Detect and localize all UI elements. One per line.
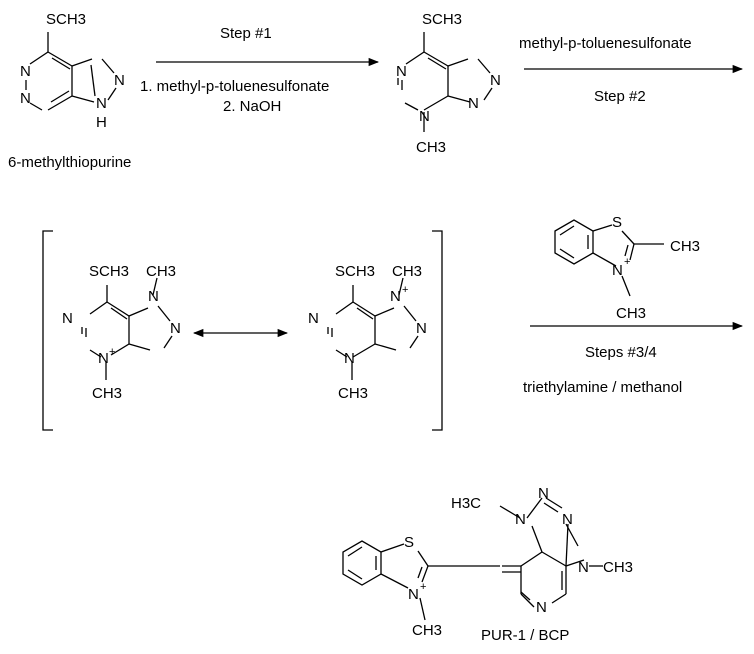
res-right-methyl-bottom: CH3 [338,385,368,402]
product-methyl-right: CH3 [603,559,633,576]
compound-intermediate: SCH3 N N N N CH3 [396,11,501,156]
benzothiazolium-methyl-c2: CH3 [670,238,700,255]
product-charge: + [420,581,426,593]
compound-product: S N + CH3 H3C N N N N N CH3 PUR-1 / BCP [342,485,633,644]
step1-title: Step #1 [220,25,272,42]
step34-conditions: triethylamine / methanol [523,379,682,396]
res-left-methyl-top: CH3 [146,263,176,280]
res-right-charge: + [402,284,408,296]
intermediate-n-methyl: CH3 [416,139,446,156]
res-left-substituent: SCH3 [89,263,129,280]
start-atom-n7: N [114,72,125,89]
product-atom-n-benzothiazole: N [408,586,419,603]
step34-title: Steps #3/4 [585,344,657,361]
compound-6-methylthiopurine: SCH3 N N N N H 6-methylthiopurine [8,11,131,171]
product-atom-s: S [404,534,414,551]
res-right-atom-n3: N [344,350,355,367]
step2-arrow-group: methyl-p-toluenesulfonate Step #2 [519,35,744,105]
product-atom-n1: N [536,599,547,616]
intermediate-atom-n1: N [396,63,407,80]
res-left-atom-n9: N [170,320,181,337]
res-left-atom-n1: N [62,310,73,327]
res-left-methyl-bottom: CH3 [92,385,122,402]
compound-benzothiazolium: S N + CH3 CH3 [554,214,700,322]
start-atom-n1: N [20,63,31,80]
start-compound-name: 6-methylthiopurine [8,154,131,171]
benzothiazolium-methyl-n: CH3 [616,305,646,322]
step34-arrow-group: Steps #3/4 triethylamine / methanol [523,321,744,396]
product-atom-n9: N [562,511,573,528]
step2-reagent: methyl-p-toluenesulfonate [519,35,692,52]
step1-arrow-group: Step #1 1. methyl-p-toluenesulfonate 2. … [140,25,380,115]
res-left-charge: + [109,346,115,358]
intermediate-substituent: SCH3 [422,11,462,28]
start-atom-h: H [96,114,107,131]
start-substituent: SCH3 [46,11,86,28]
intermediate-atom-n9: N [468,95,479,112]
product-atom-n3: N [578,559,589,576]
product-atom-n7: N [515,511,526,528]
compound-resonance-right: SCH3 CH3 N N + N N CH3 [308,263,427,402]
benzothiazolium-atom-n: N [612,262,623,279]
benzothiazolium-charge: + [624,256,630,268]
intermediate-atom-n7: N [490,72,501,89]
product-atom-c8-n: N [538,485,549,502]
compound-resonance-left: SCH3 CH3 N N N N + CH3 [62,263,181,402]
start-atom-n3: N [20,90,31,107]
res-left-atom-n7: N [148,288,159,305]
product-name: PUR-1 / BCP [481,627,569,644]
resonance-brackets [42,230,443,431]
res-right-atom-n9: N [416,320,427,337]
step1-reagent2: 2. NaOH [223,98,281,115]
intermediate-atom-n3: N [419,108,430,125]
benzothiazolium-atom-s: S [612,214,622,231]
res-right-methyl-top: CH3 [392,263,422,280]
product-methyl-top: H3C [451,495,481,512]
res-right-substituent: SCH3 [335,263,375,280]
res-right-atom-n7: N [390,288,401,305]
product-methyl-n: CH3 [412,622,442,639]
start-atom-n9: N [96,95,107,112]
res-left-atom-n3: N [98,350,109,367]
res-right-atom-n1: N [308,310,319,327]
step2-title: Step #2 [594,88,646,105]
step1-reagent1: 1. methyl-p-toluenesulfonate [140,78,329,95]
